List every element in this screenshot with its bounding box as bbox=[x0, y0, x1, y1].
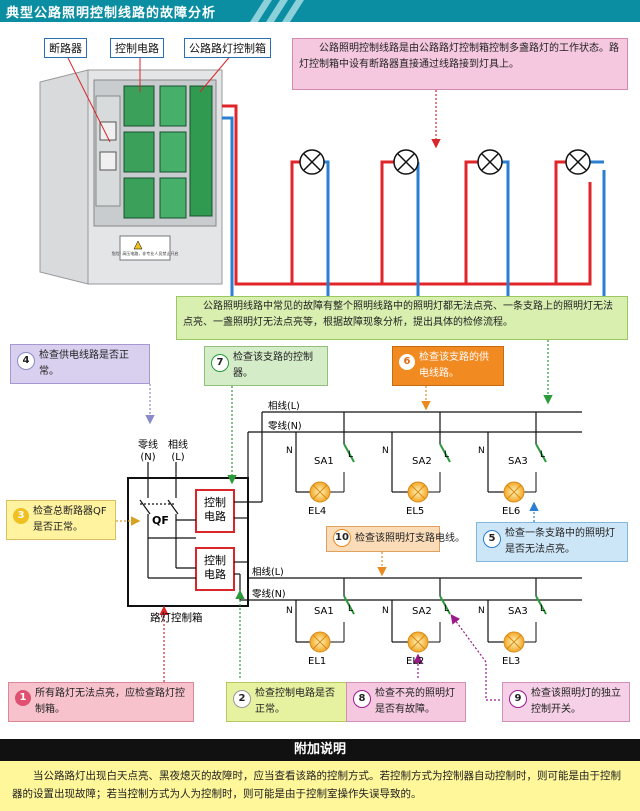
top-schematic-lamps bbox=[309, 481, 525, 503]
top-lamp-2 bbox=[393, 149, 419, 175]
switch-label-bottom-3: SA3 bbox=[508, 606, 528, 617]
l-mark: L bbox=[444, 604, 450, 614]
lamp-label-el6: EL6 bbox=[502, 506, 521, 517]
top-lamp-1 bbox=[299, 149, 325, 175]
qf-label: QF bbox=[152, 514, 169, 527]
footer-text: 当公路路灯出现白天点亮、黑夜熄灭的故障时，应当查看该路的控制方式。若控制方式为控… bbox=[12, 770, 621, 800]
top-switches bbox=[330, 443, 547, 493]
live-label: 相线(L) bbox=[168, 440, 188, 463]
diagram-area: 危险! 高压电路，非专业人员禁止开启 bbox=[0, 22, 640, 740]
l-mark: L bbox=[540, 604, 546, 614]
neutral-line-top: 零线(N) bbox=[268, 421, 302, 432]
breaker-pointer bbox=[65, 53, 111, 143]
switch-label-top-1: SA1 bbox=[314, 456, 334, 467]
schematic-control-box bbox=[127, 477, 249, 607]
intro-note: 公路照明控制线路是由公路路灯控制箱控制多盏路灯的工作状态。路灯控制箱中设有断路器… bbox=[292, 38, 628, 90]
live-line-top: 相线(L) bbox=[268, 401, 300, 412]
qf-breaker bbox=[139, 462, 196, 579]
circuit-svg: 危险! 高压电路，非专业人员禁止开启 bbox=[39, 53, 606, 701]
l-mark: L bbox=[540, 450, 546, 460]
box-label: 路灯控制箱 bbox=[150, 612, 203, 624]
fault-note: 公路照明线路中常见的故障有整个照明线路中的照明灯都无法点亮、一条支路上的照明灯无… bbox=[176, 296, 628, 340]
header-decoration-icon bbox=[250, 0, 304, 22]
n-mark: N bbox=[286, 446, 293, 456]
top-lamp-4 bbox=[565, 149, 591, 175]
top-branch-lines bbox=[234, 411, 582, 519]
top-lamp-wiring bbox=[222, 104, 606, 300]
live-line-bottom: 相线(L) bbox=[252, 567, 284, 578]
control-box-pointer bbox=[199, 53, 233, 93]
cabinet-warning-text: 危险! 高压电路，非专业人员禁止开启 bbox=[112, 250, 179, 256]
lamp-label-el3: EL3 bbox=[502, 656, 521, 667]
l-mark: L bbox=[348, 450, 354, 460]
neutral-label: 零线(N) bbox=[138, 440, 158, 463]
bottom-branch-lines bbox=[234, 561, 582, 643]
neutral-line-bottom: 零线(N) bbox=[252, 589, 286, 600]
footer-panel: 附加说明 当公路路灯出现白天点亮、黑夜熄灭的故障时，应当查看该路的控制方式。若控… bbox=[0, 739, 640, 811]
ctrl2-label: 控制电路 bbox=[204, 554, 226, 581]
n-mark: N bbox=[382, 606, 389, 616]
lamp-label-el5: EL5 bbox=[406, 506, 425, 517]
n-mark: N bbox=[286, 606, 293, 616]
switch-label-bottom-2: SA2 bbox=[412, 606, 432, 617]
control-circuit-2 bbox=[195, 547, 235, 591]
top-lamp-3 bbox=[477, 149, 503, 175]
l-mark: L bbox=[444, 450, 450, 460]
control-box-label: 公路路灯控制箱 bbox=[184, 38, 271, 58]
lamp-label-el1: EL1 bbox=[308, 656, 327, 667]
switch-label-bottom-1: SA1 bbox=[314, 606, 334, 617]
control-circuit-label: 控制电路 bbox=[110, 38, 164, 58]
lamp-label-el2: EL2 bbox=[406, 656, 425, 667]
header-bar: 典型公路照明控制线路的故障分析 bbox=[0, 0, 640, 22]
page-title: 典型公路照明控制线路的故障分析 bbox=[6, 6, 217, 21]
l-mark: L bbox=[348, 604, 354, 614]
control-circuit-1 bbox=[195, 489, 235, 533]
control-cabinet bbox=[39, 69, 223, 285]
bottom-schematic-lamps bbox=[309, 631, 525, 653]
n-mark: N bbox=[382, 446, 389, 456]
n-mark: N bbox=[478, 446, 485, 456]
step9-arrow bbox=[450, 614, 500, 701]
switch-label-top-3: SA3 bbox=[508, 456, 528, 467]
breaker-label: 断路器 bbox=[44, 38, 87, 58]
switch-label-top-2: SA2 bbox=[412, 456, 432, 467]
lamp-label-el4: EL4 bbox=[308, 506, 327, 517]
ctrl1-label: 控制电路 bbox=[204, 496, 226, 523]
n-mark: N bbox=[478, 606, 485, 616]
footer-heading: 附加说明 bbox=[0, 739, 640, 761]
bottom-switches bbox=[330, 595, 547, 643]
